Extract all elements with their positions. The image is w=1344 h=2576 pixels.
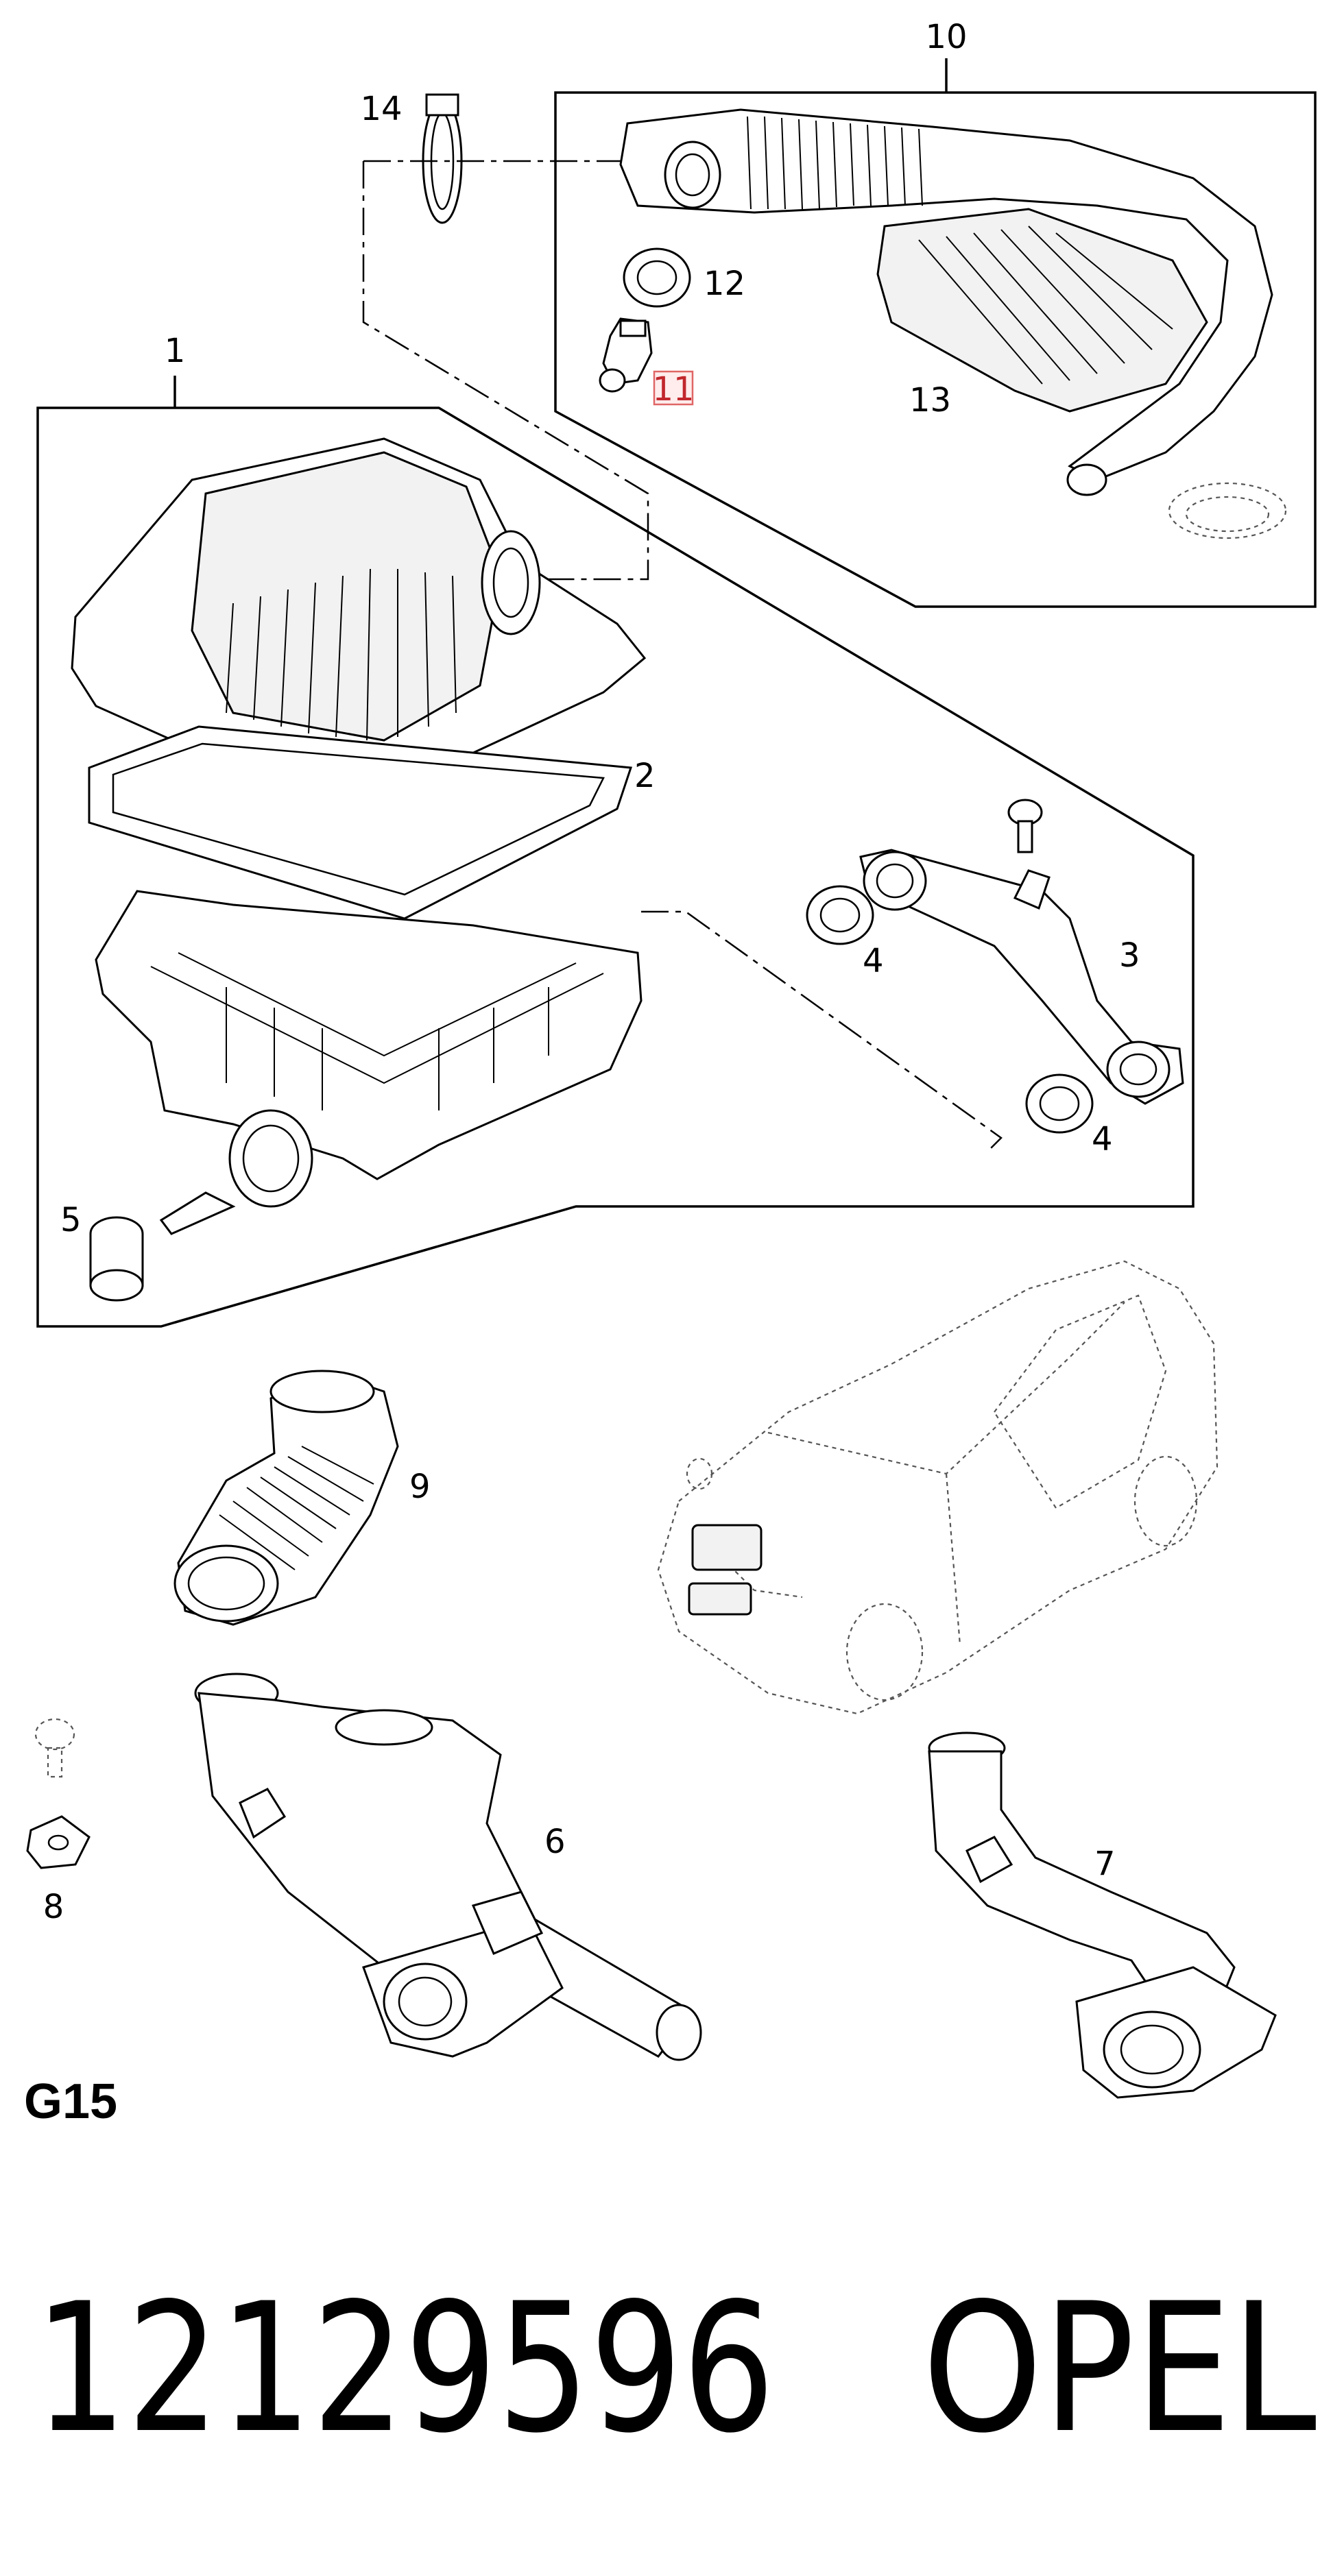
- leader-line-bracket: [641, 910, 1003, 1152]
- air-duct-part-7: [928, 1731, 1277, 2099]
- bolt-part-bracket: [1007, 799, 1043, 853]
- leader-line-14: [362, 160, 649, 581]
- resonator-hose-part: [619, 108, 1273, 496]
- bolt-and-clip-part-8: [26, 1718, 91, 1869]
- callout-3: 3: [1119, 936, 1140, 975]
- bracket-part-3: [859, 849, 1184, 1105]
- assembly-frame-1: [36, 376, 1195, 1328]
- sensor-part-11: [599, 317, 653, 393]
- callout-4a: 4: [863, 942, 884, 980]
- grommet-part-5: [89, 1216, 144, 1302]
- assembly-frame-10: [554, 58, 1317, 608]
- air-duct-part-6: [194, 1673, 702, 2061]
- air-filter-lower-housing-part: [95, 890, 643, 1235]
- callout-10: 10: [925, 18, 967, 56]
- callout-6: 6: [544, 1823, 566, 1861]
- clamp-part-14: [422, 93, 463, 224]
- grommet-part-4b: [1025, 1073, 1094, 1134]
- group-code-label: G15: [24, 2074, 117, 2129]
- brand-name: OPEL: [922, 2265, 1317, 2472]
- callout-2: 2: [634, 757, 656, 795]
- part-number: 12129596: [34, 2265, 775, 2472]
- vehicle-location-outline: [657, 1260, 1219, 1715]
- callout-8: 8: [43, 1888, 64, 1926]
- callout-12: 12: [704, 265, 745, 303]
- callout-13: 13: [909, 381, 951, 420]
- callout-1: 1: [165, 332, 186, 370]
- grommet-part-4a: [806, 885, 874, 945]
- callout-11-highlight-box: [653, 370, 694, 406]
- callout-11: 11: [652, 370, 694, 409]
- hose-clamp-dotted: [1168, 482, 1287, 539]
- corrugated-hose-part-9: [173, 1370, 399, 1626]
- air-filter-upper-housing-part: [71, 437, 647, 824]
- callout-5: 5: [60, 1201, 82, 1239]
- callout-14: 14: [360, 90, 402, 128]
- callout-9: 9: [409, 1468, 431, 1506]
- callout-7: 7: [1094, 1845, 1116, 1883]
- filter-element-part-2: [88, 725, 633, 920]
- seal-ring-part-12: [623, 247, 691, 308]
- callout-4b: 4: [1092, 1120, 1113, 1158]
